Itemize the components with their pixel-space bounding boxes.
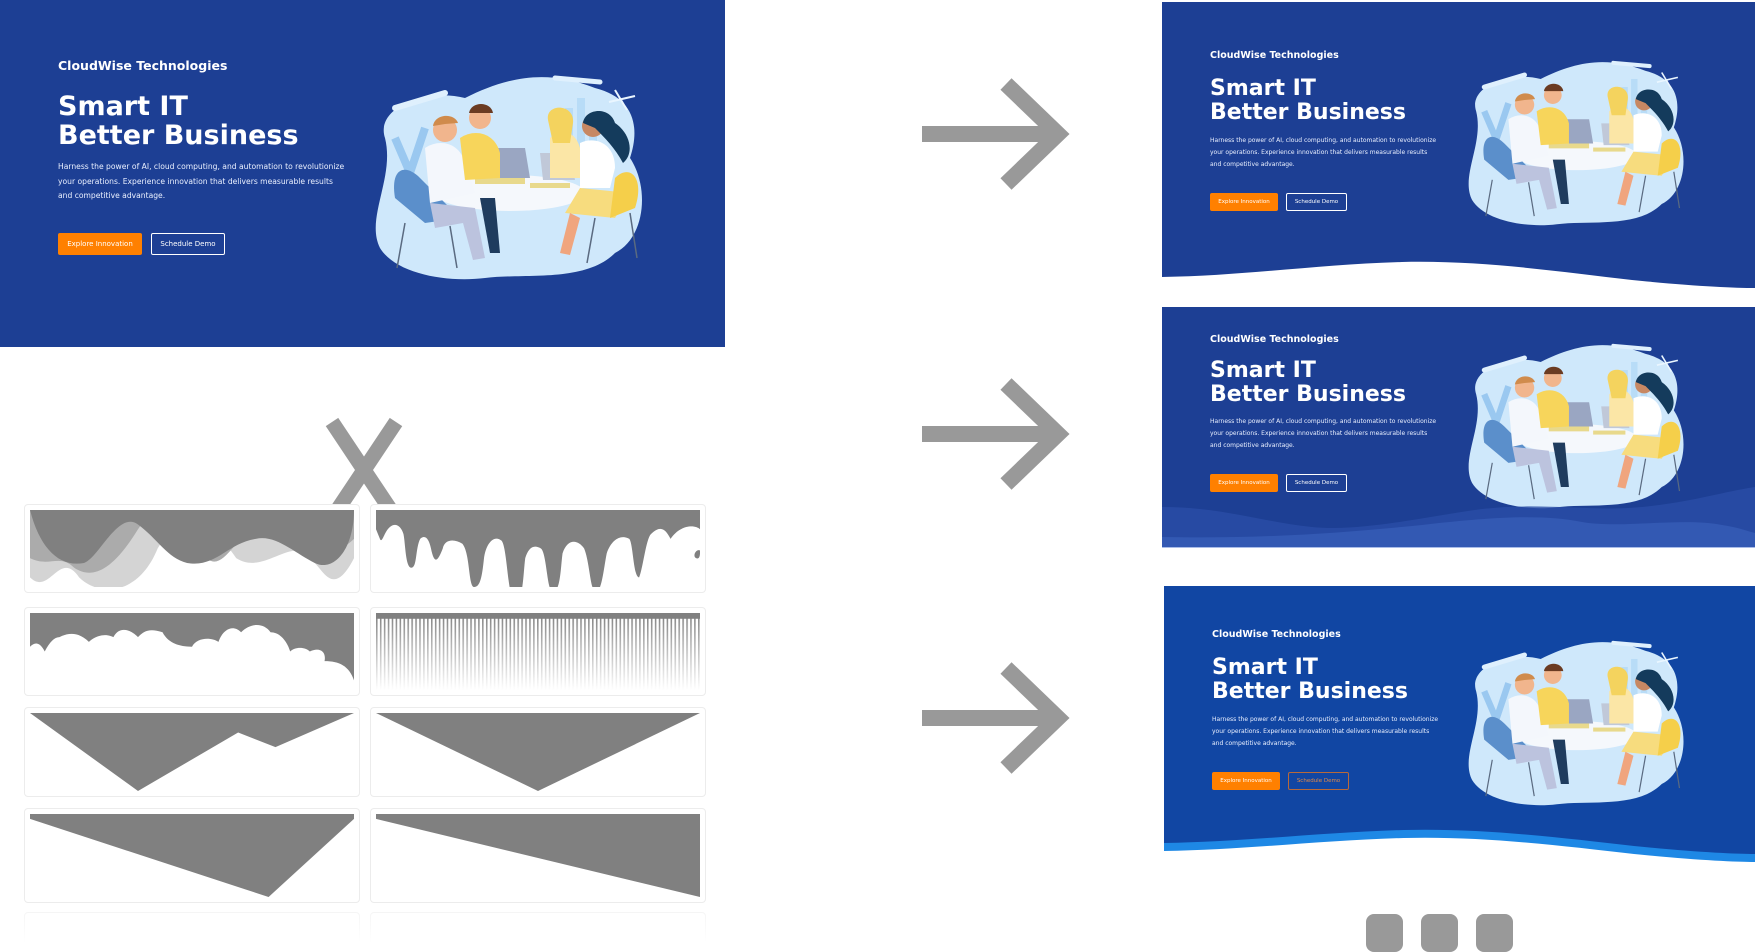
scroll-fade (0, 905, 740, 952)
vertical-lines-shape (376, 613, 700, 690)
shape-mountains[interactable] (24, 707, 360, 797)
shape-tilt[interactable] (370, 808, 706, 903)
layered-waves-shape (30, 510, 354, 587)
headline-line-2: Better Business (58, 120, 299, 151)
explore-innovation-button[interactable]: Explore Innovation (1212, 772, 1280, 790)
schedule-demo-button[interactable]: Schedule Demo (1286, 193, 1347, 211)
hero-description: Harness the power of AI, cloud computing… (1210, 418, 1437, 450)
team-meeting-illustration (1460, 634, 1694, 809)
headline-line-1: Smart IT (1212, 655, 1318, 680)
clouds-shape (30, 613, 354, 681)
headline-line-2: Better Business (1212, 679, 1408, 704)
hero-headline: Smart IT Better Business (1210, 77, 1406, 125)
curve-divider (1162, 261, 1755, 290)
brand-name: CloudWise Technologies (58, 58, 228, 73)
team-meeting-illustration (365, 68, 655, 283)
hero-headline: Smart IT Better Business (1210, 359, 1406, 407)
pager-button-3[interactable] (1476, 914, 1513, 952)
shape-triangle-asymmetric[interactable] (24, 808, 360, 903)
shape-clouds[interactable] (24, 607, 360, 696)
triangle-shape (376, 713, 700, 791)
layered-waves-divider (1162, 487, 1755, 548)
pager-button-2[interactable] (1421, 914, 1458, 952)
hero-result-curve: CloudWise Technologies Smart IT Better B… (1162, 2, 1755, 290)
arrow-right-icon (922, 78, 1070, 190)
pager-button-1[interactable] (1366, 914, 1403, 952)
shape-vertical-lines[interactable] (370, 607, 706, 696)
headline-line-1: Smart IT (1210, 76, 1316, 101)
hero-description: Harness the power of AI, cloud computing… (1210, 137, 1437, 169)
hero-section-original: CloudWise Technologies Smart IT Better B… (0, 0, 725, 347)
brand-name: CloudWise Technologies (1212, 629, 1341, 640)
mountains-shape (30, 713, 354, 791)
drips-shape (376, 510, 700, 587)
curve-stroke-divider (1164, 829, 1755, 866)
schedule-demo-button[interactable]: Schedule Demo (1288, 772, 1349, 790)
hero-headline: Smart IT Better Business (58, 92, 299, 150)
explore-innovation-button[interactable]: Explore Innovation (1210, 193, 1278, 211)
shape-triangle[interactable] (370, 707, 706, 797)
hero-description: Harness the power of AI, cloud computing… (1212, 716, 1439, 748)
schedule-demo-button[interactable]: Schedule Demo (151, 233, 225, 255)
headline-line-1: Smart IT (58, 91, 188, 122)
arrow-right-icon (922, 378, 1070, 490)
schedule-demo-button[interactable]: Schedule Demo (1286, 474, 1347, 492)
times-icon (325, 417, 403, 523)
headline-line-2: Better Business (1210, 382, 1406, 407)
hero-description: Harness the power of AI, cloud computing… (58, 162, 345, 200)
headline-line-2: Better Business (1210, 100, 1406, 125)
hero-headline: Smart IT Better Business (1212, 656, 1408, 704)
explore-innovation-button[interactable]: Explore Innovation (1210, 474, 1278, 492)
shape-drips[interactable] (370, 504, 706, 593)
tilt-shape (376, 814, 700, 897)
triangle-asymmetric-shape (30, 814, 354, 897)
brand-name: CloudWise Technologies (1210, 334, 1339, 345)
hero-result-layered-waves: CloudWise Technologies Smart IT Better B… (1162, 307, 1755, 548)
arrow-right-icon (922, 662, 1070, 774)
hero-result-curve-stroke: CloudWise Technologies Smart IT Better B… (1164, 586, 1755, 866)
team-meeting-illustration (1460, 54, 1694, 229)
shape-layered-waves[interactable] (24, 504, 360, 593)
explore-innovation-button[interactable]: Explore Innovation (58, 233, 142, 255)
brand-name: CloudWise Technologies (1210, 50, 1339, 61)
headline-line-1: Smart IT (1210, 358, 1316, 383)
